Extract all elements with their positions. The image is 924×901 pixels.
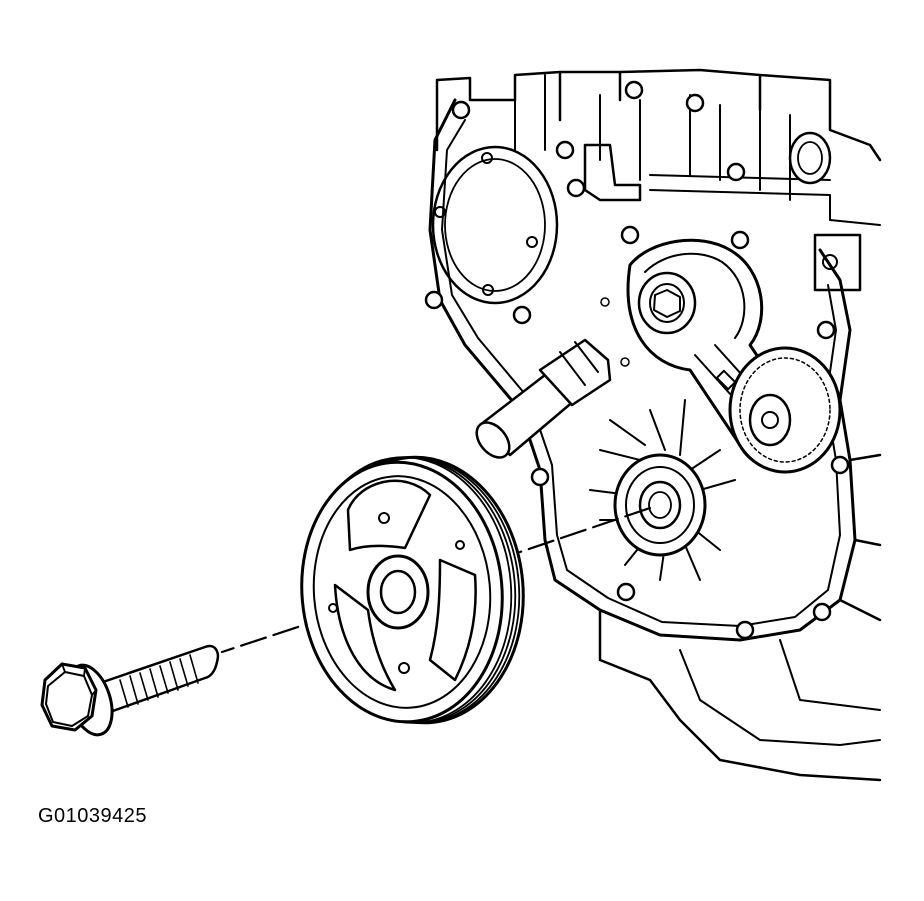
sensor-connector — [475, 338, 612, 459]
figure-code: G01039425 — [38, 805, 148, 827]
cover-bolts — [424, 80, 850, 640]
engine-front-cover — [424, 68, 882, 782]
belt-tensioner — [626, 238, 842, 474]
balancer-bolt — [40, 644, 220, 737]
crankshaft-seal — [589, 399, 736, 581]
crankshaft-balancer — [300, 455, 525, 725]
